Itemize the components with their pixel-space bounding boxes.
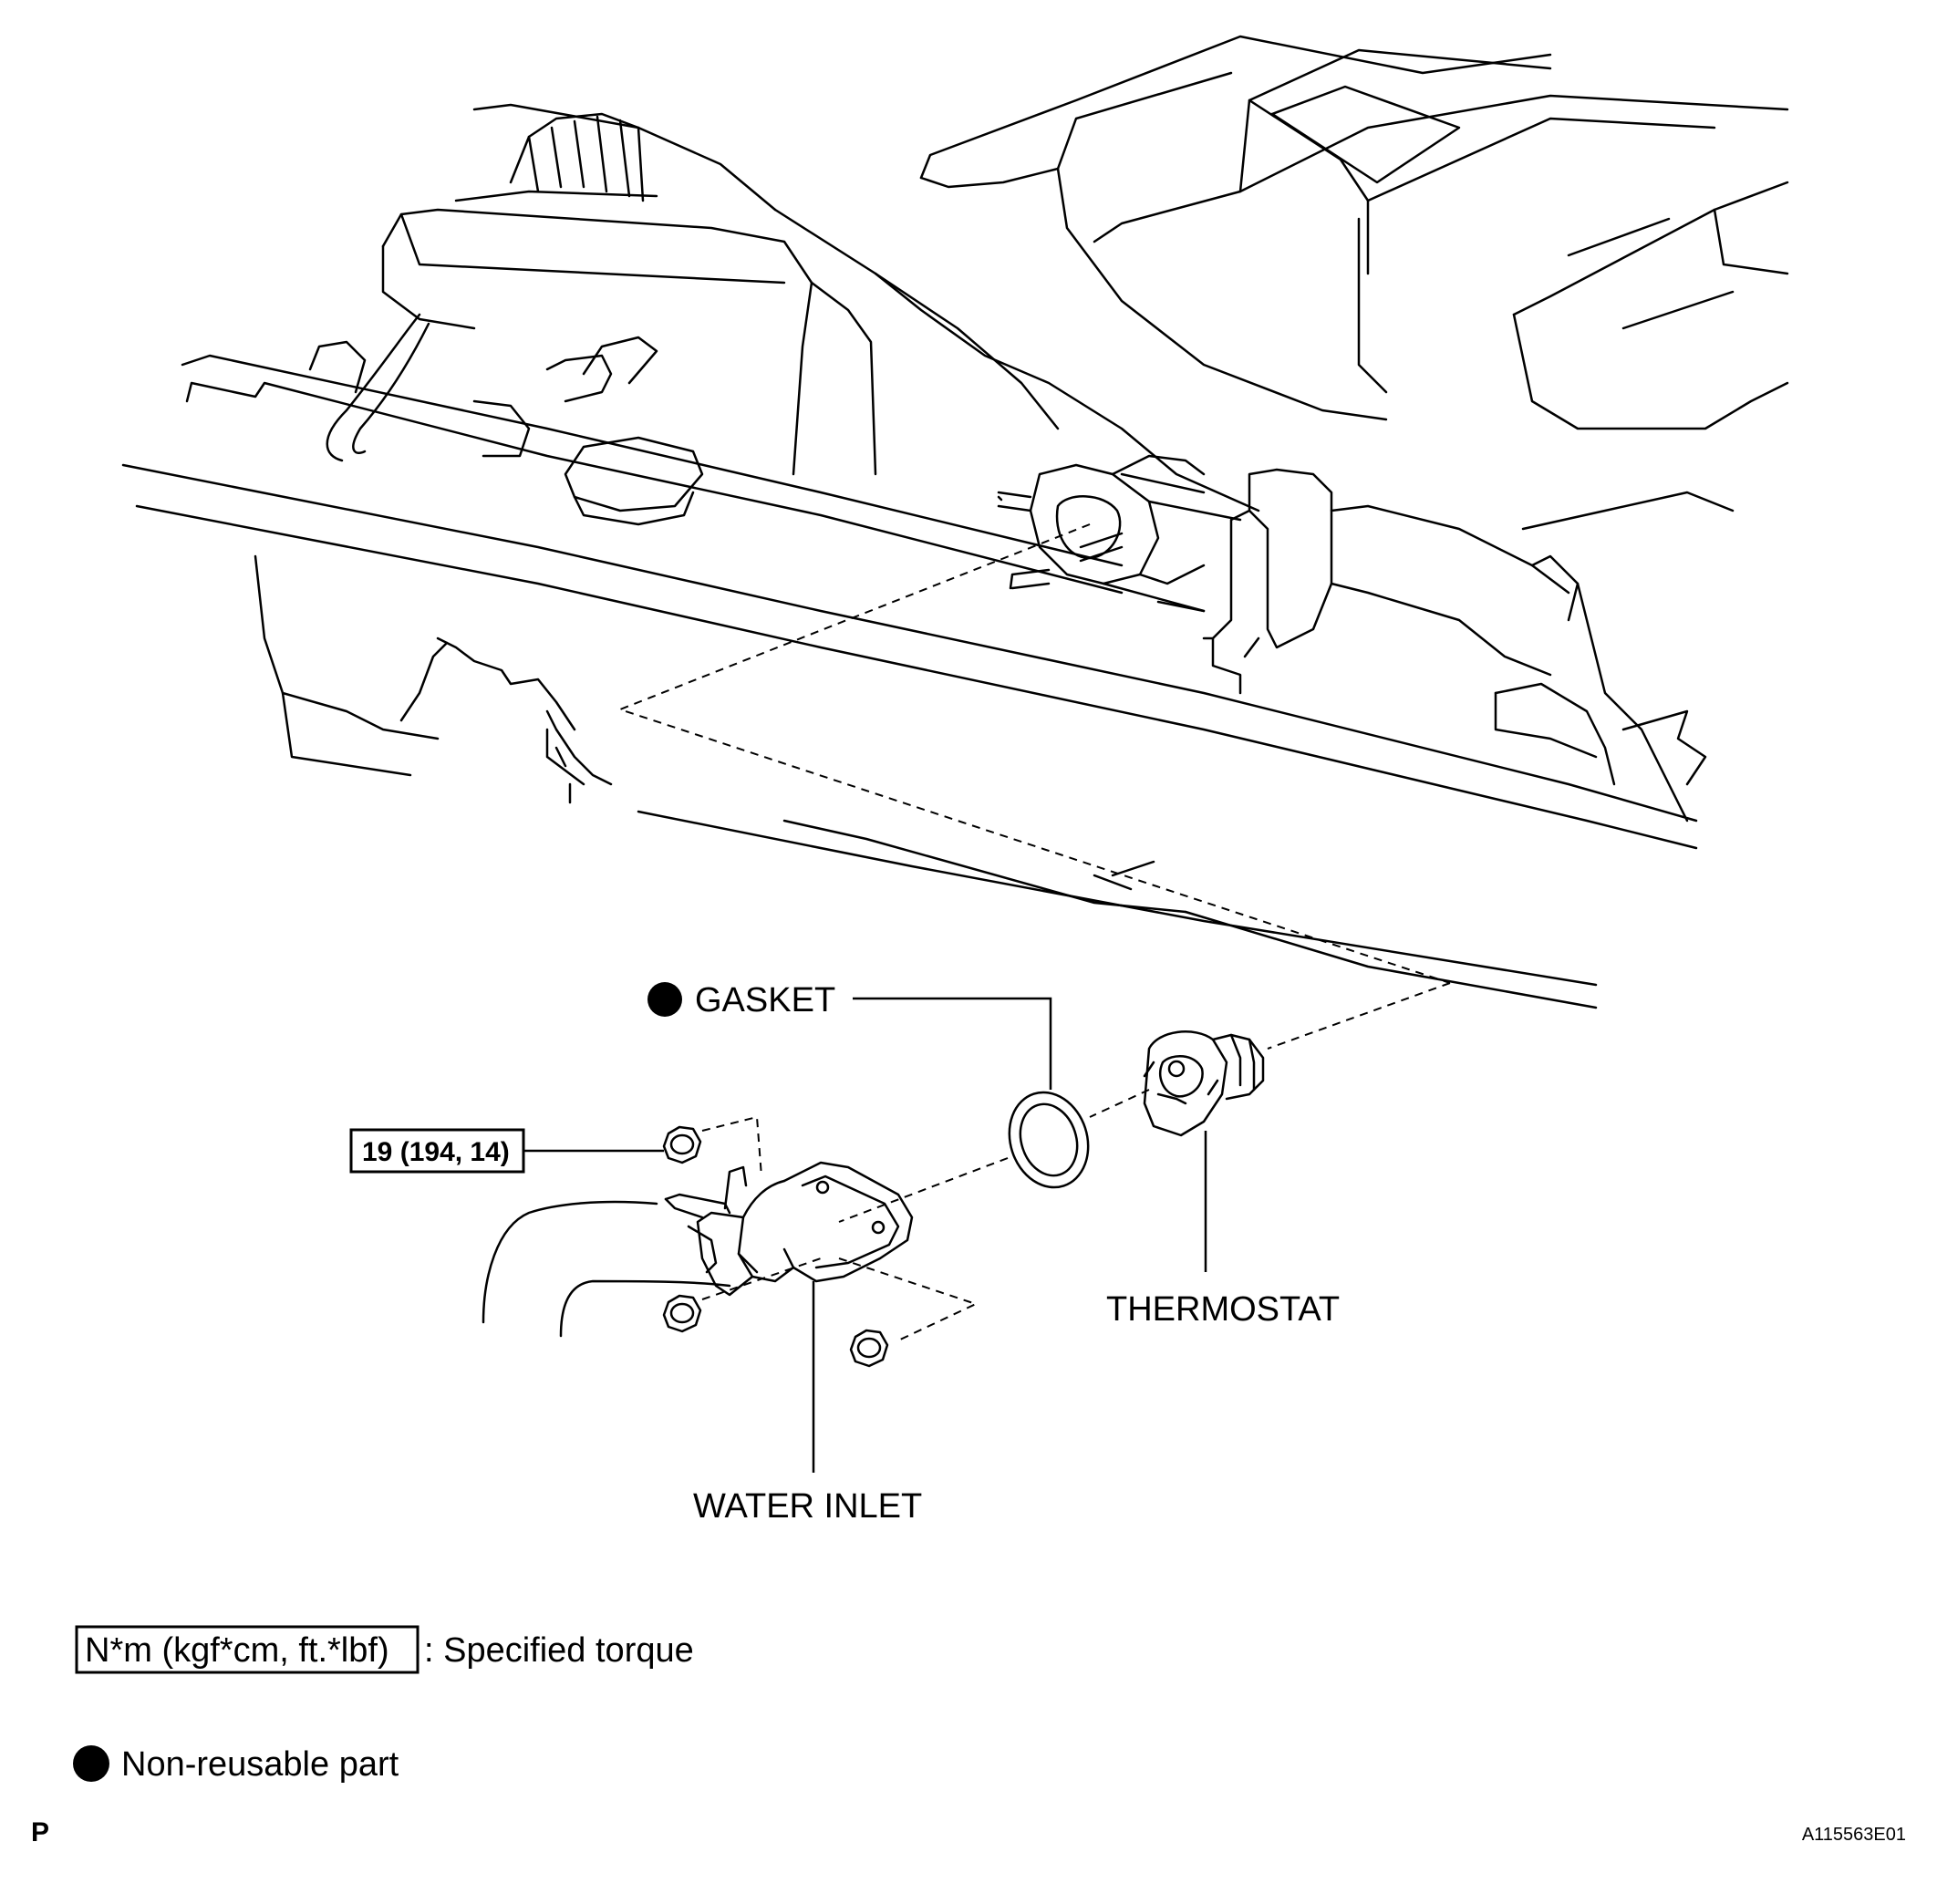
engine-bay-illustration bbox=[121, 35, 1789, 1009]
radiator-hose-and-cap bbox=[308, 313, 704, 526]
flange-nut-2 bbox=[662, 1294, 702, 1333]
non-reusable-marker-icon bbox=[647, 982, 682, 1017]
engine-head-cover bbox=[919, 35, 1789, 531]
gasket-leader bbox=[853, 997, 1052, 1090]
lower-left-bracket bbox=[399, 636, 613, 804]
torque-spec-box bbox=[349, 1128, 525, 1174]
assembly-guide-lines bbox=[617, 523, 1451, 1341]
flange-nut-1 bbox=[662, 1125, 702, 1164]
legend-non-reusable-label: Non-reusable part bbox=[121, 1745, 399, 1784]
legend-torque-units: N*m (kgf*cm, ft.*lbf) bbox=[85, 1631, 389, 1670]
gasket-part bbox=[1008, 1091, 1090, 1189]
thermostat-part bbox=[1143, 1030, 1265, 1137]
legend-torque-box bbox=[75, 1625, 420, 1674]
legend-non-reusable-icon bbox=[73, 1745, 109, 1782]
thermostat-label: THERMOSTAT bbox=[1106, 1290, 1340, 1329]
figure-reference-code: A115563E01 bbox=[1802, 1825, 1906, 1845]
leader-lines bbox=[523, 997, 1207, 1473]
thermostat-housing-on-engine bbox=[997, 454, 1707, 823]
air-cleaner-box bbox=[381, 103, 1260, 512]
torque-spec-value: 19 (194, 14) bbox=[362, 1137, 510, 1167]
flange-nut-3 bbox=[849, 1329, 889, 1368]
water-inlet-part bbox=[482, 1161, 914, 1338]
page-mark: P bbox=[31, 1817, 49, 1847]
exploded-parts bbox=[482, 1030, 1265, 1368]
water-inlet-label: WATER INLET bbox=[693, 1487, 922, 1526]
radiator-core-support bbox=[121, 354, 1698, 1009]
legend-torque-desc: : Specified torque bbox=[424, 1631, 694, 1670]
gasket-label: GASKET bbox=[695, 981, 835, 1019]
